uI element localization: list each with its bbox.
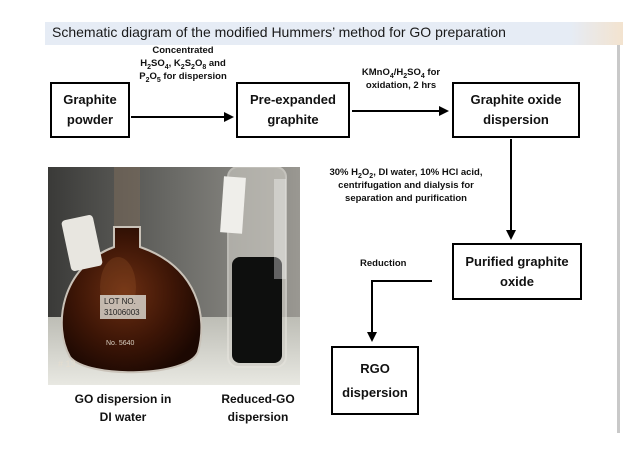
box-graphite-powder: Graphite powder <box>50 82 130 138</box>
step3-label: 30% H2O2, DI water, 10% HCl acid, centri… <box>316 166 496 205</box>
box-rgo-label: RGO dispersion <box>342 360 408 400</box>
step3-line2: centrifugation and dialysis for <box>338 180 474 191</box>
box-graphite-oxide-dispersion: Graphite oxide dispersion <box>452 82 580 138</box>
reduction-label: Reduction <box>360 258 407 269</box>
diagram-title: Schematic diagram of the modified Hummer… <box>52 24 506 40</box>
title-bar-gradient <box>570 22 623 45</box>
volumetric-flask: # 13 LOT NO. 31006003 No. 5640 <box>58 167 203 374</box>
lot-number: 31006003 <box>104 308 140 317</box>
step2-line2: oxidation, 2 hrs <box>365 80 437 91</box>
lot-label: LOT NO. <box>104 297 136 306</box>
box-rgo-dispersion: RGO dispersion <box>331 346 419 415</box>
step1-line1: Concentrated <box>152 45 214 56</box>
step3-line3: separation and purification <box>345 193 467 204</box>
box-purified-label: Purified graphite oxide <box>465 253 569 289</box>
box-purified-graphite-oxide: Purified graphite oxide <box>452 243 582 300</box>
step1-line2: H2SO4, K2S2O8 and <box>140 58 226 71</box>
step2-line1: KMnO4/H2SO4 for <box>361 67 441 80</box>
arrow-reduction <box>367 280 432 342</box>
step1-line3: P2O5 for dispersion <box>139 71 227 84</box>
slide-edge <box>617 45 620 433</box>
box-pre-expanded-label: Pre-expanded graphite <box>250 92 336 127</box>
box-pre-expanded-graphite: Pre-expanded graphite <box>236 82 350 138</box>
box-graphite-powder-label: Graphite powder <box>63 92 117 127</box>
caption-reduced-go: Reduced-GO dispersion <box>221 392 295 424</box>
box-graphite-oxide-label: Graphite oxide dispersion <box>470 92 562 127</box>
caption-go-dispersion: GO dispersion in DI water <box>74 392 172 424</box>
step3-line1: 30% H2O2, DI water, 10% HCl acid, <box>329 167 483 180</box>
test-tube <box>220 167 287 368</box>
step1-label: Concentrated H2SO4, K2S2O8 and P2O5 for … <box>128 44 238 84</box>
title-bar <box>45 22 623 45</box>
step2-label: KMnO4/H2SO4 for oxidation, 2 hrs <box>346 66 456 92</box>
flask-number: No. 5640 <box>106 340 135 347</box>
sample-photo: # 13 LOT NO. 31006003 No. 5640 <box>48 167 300 385</box>
scale-text: # 13 <box>58 359 76 369</box>
